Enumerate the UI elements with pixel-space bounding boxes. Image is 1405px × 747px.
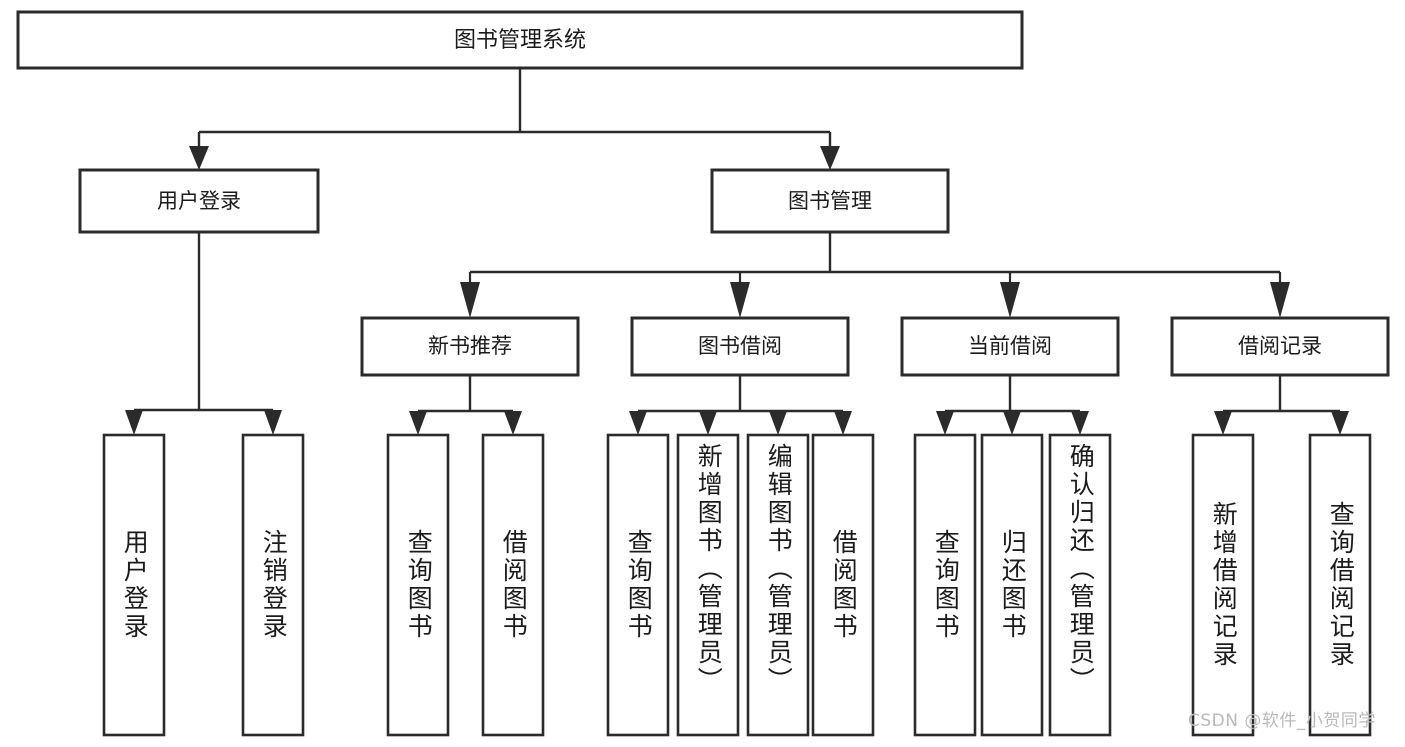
csdn-watermark: CSDN @软件_小贺同学 — [1188, 711, 1376, 731]
leaf-box-confirm-return-admin[interactable] — [1048, 433, 1112, 737]
arrowhead-leaf-logout — [264, 410, 282, 435]
leaf-box-add-book-admin[interactable] — [676, 433, 740, 737]
node-book-management-label: 图书管理 — [788, 189, 872, 213]
node-new-book-recommend-label: 新书推荐 — [428, 334, 512, 358]
node-user-login-box[interactable] — [78, 168, 320, 234]
node-root-label: 图书管理系统 — [454, 28, 586, 53]
arrowhead-borrowrecord-leaf-2 — [1331, 411, 1349, 435]
node-current-borrow-label: 当前借阅 — [968, 334, 1052, 358]
arrowhead-current-borrow — [1000, 282, 1020, 318]
node-book-management-box[interactable] — [710, 168, 950, 234]
node-root-box[interactable] — [16, 10, 1024, 70]
leaf-box-query-book-3[interactable] — [913, 433, 977, 737]
connector-layer — [125, 68, 1349, 435]
arrowhead-bookborrow-leaf-3 — [769, 411, 787, 435]
arrowhead-user-login — [189, 146, 209, 170]
arrowhead-leaf-user-login — [125, 410, 143, 435]
arrowhead-newbook-leaf-2 — [504, 411, 522, 435]
arrowhead-newbook-leaf-1 — [409, 411, 427, 435]
arrowhead-bookborrow-leaf-1 — [629, 411, 647, 435]
leaf-box-user-login[interactable] — [102, 433, 166, 737]
leaf-box-query-borrow-record[interactable] — [1308, 433, 1372, 737]
arrowhead-borrowrecord-leaf-1 — [1214, 411, 1232, 435]
arrowhead-currentborrow-leaf-1 — [936, 411, 954, 435]
arrowhead-borrow-record — [1270, 282, 1290, 318]
arrowhead-new-book-rec — [460, 282, 480, 318]
node-book-borrow[interactable]: 图书借阅 — [630, 316, 850, 377]
arrowhead-bookborrow-leaf-2 — [699, 411, 717, 435]
arrowhead-currentborrow-leaf-2 — [1003, 411, 1021, 435]
node-book-borrow-box[interactable] — [630, 316, 850, 377]
arrowhead-book-mgmt — [820, 146, 840, 170]
leaf-box-borrow-book-2[interactable] — [811, 433, 875, 737]
node-root[interactable]: 图书管理系统 — [16, 10, 1024, 70]
node-book-management[interactable]: 图书管理 — [710, 168, 950, 234]
leaf-box-logout[interactable] — [241, 433, 305, 737]
leaf-box-add-borrow-record[interactable] — [1191, 433, 1255, 737]
node-current-borrow-box[interactable] — [900, 316, 1120, 377]
node-user-login-label: 用户登录 — [157, 189, 241, 213]
arrowhead-book-borrow — [730, 282, 750, 318]
node-new-book-recommend[interactable]: 新书推荐 — [360, 316, 580, 377]
node-borrow-record[interactable]: 借阅记录 — [1170, 316, 1390, 377]
node-new-book-recommend-box[interactable] — [360, 316, 580, 377]
node-borrow-record-label: 借阅记录 — [1238, 334, 1322, 358]
leaf-box-return-book[interactable] — [980, 433, 1044, 737]
leaf-box-borrow-book-1[interactable] — [481, 433, 545, 737]
arrowhead-bookborrow-leaf-4 — [834, 411, 852, 435]
leaf-box-edit-book-admin[interactable] — [746, 433, 810, 737]
leaf-box-query-book-2[interactable] — [606, 433, 670, 737]
node-user-login[interactable]: 用户登录 — [78, 168, 320, 234]
arrowhead-currentborrow-leaf-3 — [1071, 411, 1089, 435]
node-current-borrow[interactable]: 当前借阅 — [900, 316, 1120, 377]
leaf-box-layer — [102, 433, 1372, 737]
node-borrow-record-box[interactable] — [1170, 316, 1390, 377]
node-book-borrow-label: 图书借阅 — [698, 334, 782, 358]
leaf-box-query-book-1[interactable] — [386, 433, 450, 737]
